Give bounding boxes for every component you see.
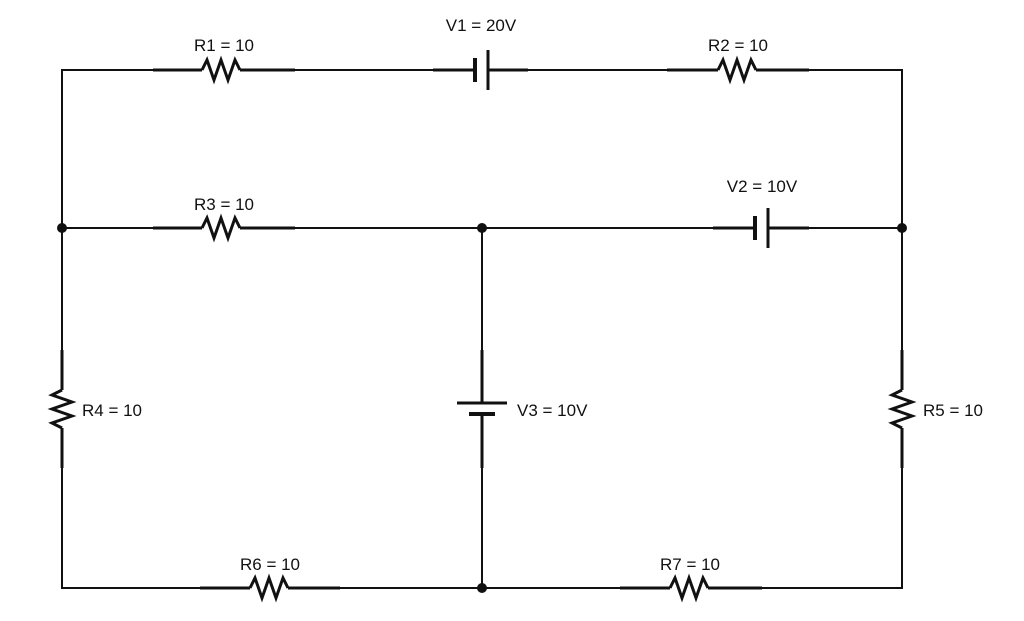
resistor-r1 [153, 55, 295, 85]
resistor-r7 [620, 573, 762, 603]
junction-node-bottom [477, 583, 487, 593]
right-wires [762, 228, 903, 589]
battery-v1 [433, 50, 528, 90]
r3-label: R3 = 10 [194, 195, 254, 214]
left-wires [61, 228, 200, 589]
v2-label: V2 = 10V [727, 177, 798, 196]
r6-label: R6 = 10 [240, 555, 300, 574]
resistor-r5 [887, 350, 917, 468]
battery-v3 [457, 350, 507, 468]
resistor-r6 [200, 573, 340, 603]
resistor-r3 [153, 213, 295, 243]
r5-label: R5 = 10 [923, 401, 983, 420]
resistor-r2 [667, 55, 809, 85]
junction-node-right [897, 223, 907, 233]
top-wires [61, 69, 903, 228]
v1-label: V1 = 20V [446, 16, 517, 35]
v3-label: V3 = 10V [517, 401, 588, 420]
r7-label: R7 = 10 [660, 555, 720, 574]
battery-v2 [713, 208, 809, 248]
r2-label: R2 = 10 [708, 36, 768, 55]
junction-node-left [57, 223, 67, 233]
r1-label: R1 = 10 [194, 36, 254, 55]
junction-node-center [477, 223, 487, 233]
r4-label: R4 = 10 [82, 401, 142, 420]
resistor-r4 [47, 350, 77, 468]
